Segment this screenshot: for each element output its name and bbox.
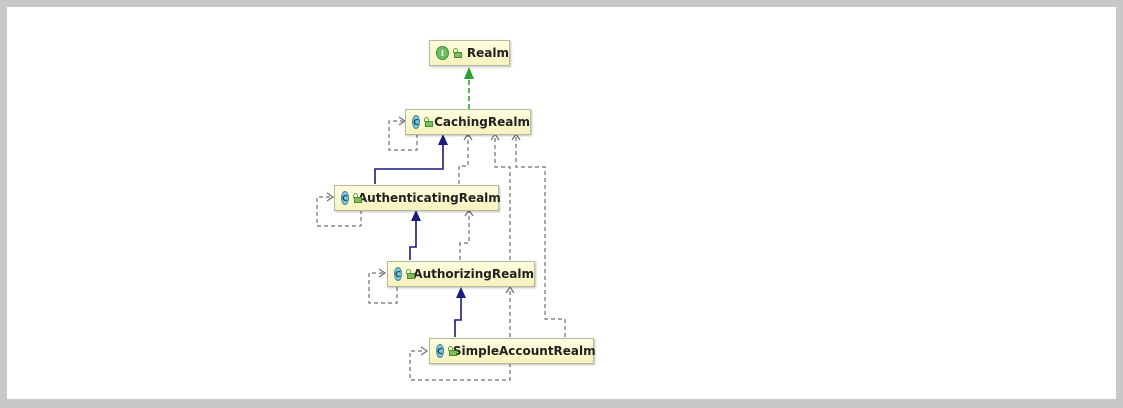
- diagram-canvas: I Realm C CachingRealm C AuthenticatingR…: [7, 7, 1116, 399]
- class-badge-icon: C: [436, 344, 444, 358]
- node-caching-realm[interactable]: C CachingRealm: [405, 109, 531, 135]
- node-label: AuthenticatingRealm: [357, 191, 501, 205]
- edge-self-simple: [409, 346, 511, 381]
- edge-dependency-simple-authorizing: [505, 285, 515, 337]
- class-badge-icon: C: [412, 115, 421, 129]
- interface-badge-icon: I: [436, 46, 449, 60]
- edge-dependency-simple-caching: [511, 132, 566, 337]
- diagram-edges: [316, 67, 566, 381]
- public-lock-icon: [405, 269, 415, 279]
- public-lock-icon: [452, 48, 462, 58]
- edge-self-authorizing: [368, 268, 398, 304]
- node-label: CachingRealm: [434, 115, 530, 129]
- class-badge-icon: C: [394, 267, 402, 281]
- edge-extends-simple-authorizing: [454, 287, 466, 337]
- node-realm[interactable]: I Realm: [429, 40, 510, 66]
- node-label: SimpleAccountRealm: [452, 344, 596, 358]
- node-simple-account-realm[interactable]: C SimpleAccountRealm: [429, 338, 596, 364]
- edge-extends-authorizing-authenticating: [409, 210, 421, 260]
- edge-dependency-authorizing-authenticating: [459, 208, 474, 260]
- edge-self-authenticating: [316, 192, 362, 227]
- public-lock-icon: [423, 117, 434, 127]
- node-label: AuthorizingRealm: [413, 267, 534, 281]
- node-authenticating-realm[interactable]: C AuthenticatingRealm: [334, 185, 501, 211]
- edge-implements-caching-realm: [464, 67, 474, 109]
- class-badge-icon: C: [341, 191, 349, 205]
- edge-extends-authenticating-caching: [374, 134, 448, 184]
- edge-dependency-authenticating-caching: [458, 132, 473, 184]
- node-label: Realm: [466, 46, 509, 60]
- node-authorizing-realm[interactable]: C AuthorizingRealm: [387, 261, 535, 287]
